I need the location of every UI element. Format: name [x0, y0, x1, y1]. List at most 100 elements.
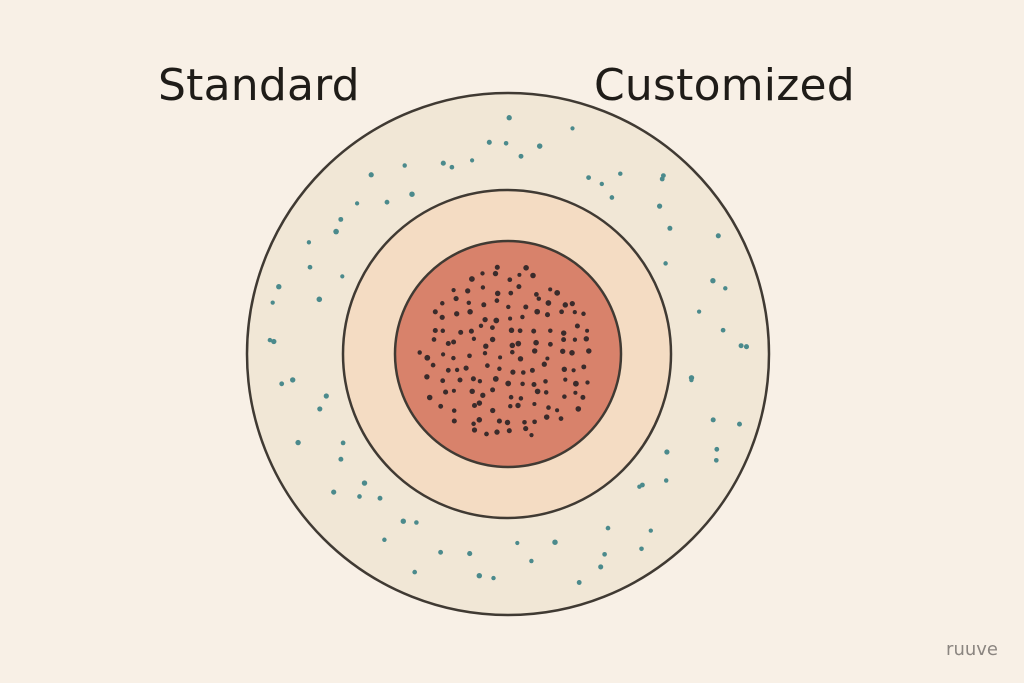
core-dot	[508, 316, 513, 321]
core-dot	[517, 328, 523, 334]
core-dot	[471, 402, 478, 409]
core-dot	[510, 349, 515, 355]
core-dot	[573, 380, 579, 387]
core-dot	[548, 341, 553, 347]
core-dot	[531, 328, 537, 334]
core-dot	[476, 417, 483, 423]
outer-dot	[663, 478, 669, 483]
core-dot	[443, 389, 449, 395]
outer-dot	[536, 143, 543, 149]
core-dot	[574, 323, 580, 329]
customized-label: Customized	[594, 60, 855, 111]
outer-dot	[637, 484, 642, 489]
core-dot	[432, 327, 438, 334]
outer-dot	[552, 539, 558, 545]
outer-dot	[412, 569, 418, 575]
outer-dot	[570, 126, 575, 131]
outer-dot	[491, 575, 496, 581]
core-dot	[492, 376, 499, 382]
outer-dot	[333, 228, 339, 235]
core-dot	[506, 304, 511, 310]
outer-dot	[609, 195, 615, 200]
core-dot	[523, 265, 529, 271]
core-dot	[483, 343, 489, 349]
core-dot	[426, 394, 433, 401]
core-dot	[530, 272, 536, 279]
outer-dot	[518, 153, 524, 159]
core-dot	[471, 427, 478, 433]
outer-dot	[743, 344, 750, 350]
outer-dot	[402, 163, 407, 168]
core-dot	[467, 353, 472, 359]
core-dot	[536, 296, 542, 301]
core-dot	[572, 309, 577, 315]
core-dot	[480, 271, 485, 276]
core-dot	[562, 394, 567, 399]
core-dot	[508, 327, 515, 334]
standard-label: Standard	[158, 60, 360, 111]
outer-dot	[338, 216, 344, 222]
core-dot	[489, 336, 496, 343]
core-dot	[545, 300, 552, 306]
outer-dot	[605, 525, 611, 531]
core-dot	[543, 390, 549, 395]
core-dot	[554, 290, 561, 296]
core-dot	[494, 290, 501, 297]
outer-dot	[696, 309, 702, 314]
outer-dot	[449, 164, 455, 170]
core-dot	[523, 304, 529, 310]
outer-dot	[486, 139, 492, 145]
core-dot	[424, 354, 431, 361]
outer-dot	[618, 171, 623, 176]
core-dot	[439, 314, 445, 320]
core-dot	[585, 380, 590, 385]
core-dot	[476, 400, 483, 406]
core-dot	[560, 348, 566, 354]
outer-dot	[469, 158, 475, 163]
outer-dot	[648, 528, 653, 533]
outer-dot	[656, 203, 663, 209]
core-dot	[498, 355, 503, 360]
core-dot	[458, 329, 464, 335]
outer-dot	[667, 225, 673, 231]
core-dot	[529, 432, 534, 438]
core-circle	[393, 239, 623, 469]
outer-dot	[368, 172, 374, 178]
outer-dot	[271, 338, 277, 345]
core-dot	[517, 356, 524, 362]
outer-dot	[503, 141, 509, 146]
outer-dot	[331, 489, 337, 495]
core-dot	[508, 394, 514, 400]
core-dot	[482, 350, 488, 356]
core-dot	[494, 264, 500, 270]
outer-dot	[714, 446, 720, 452]
core-dot	[471, 336, 477, 341]
outer-dot	[290, 377, 296, 383]
core-dot	[507, 277, 513, 283]
core-dot	[571, 368, 576, 373]
core-dot	[583, 336, 590, 342]
core-dot	[471, 421, 476, 427]
core-dot	[505, 380, 512, 387]
outer-dot	[267, 337, 273, 343]
outer-dot	[414, 520, 419, 525]
core-dot	[490, 387, 496, 393]
core-dot	[490, 407, 496, 414]
outer-dot	[599, 181, 604, 187]
outer-dot	[467, 551, 473, 557]
core-dot	[529, 367, 535, 373]
core-dot	[545, 356, 550, 361]
core-dot	[581, 364, 587, 370]
core-dot	[569, 300, 575, 307]
outer-dot	[340, 440, 346, 446]
core-dot	[440, 301, 445, 306]
core-dot	[560, 330, 567, 336]
core-dot	[440, 328, 446, 334]
outer-dot	[715, 233, 721, 239]
core-dot	[518, 396, 524, 401]
outer-dot	[602, 551, 607, 557]
outer-dot	[659, 176, 665, 182]
outer-dot	[338, 456, 344, 462]
